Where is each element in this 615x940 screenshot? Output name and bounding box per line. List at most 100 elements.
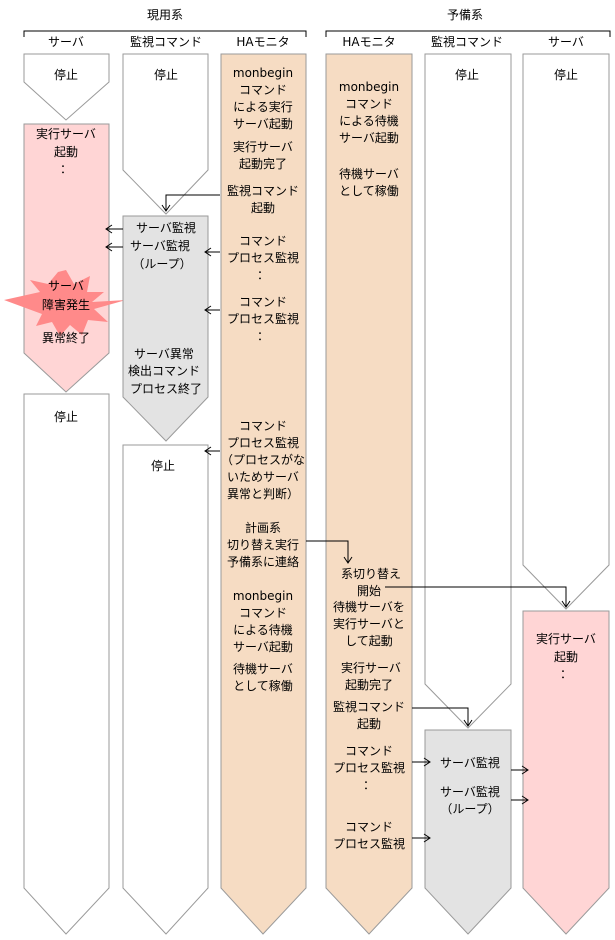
ha-right-block6: コマンド プロセス監視 ：: [333, 744, 405, 792]
svg-text:コマンド: コマンド: [239, 83, 287, 97]
column-header-server-left: サーバ: [48, 35, 84, 49]
server-left-stop-bottom-shape: [23, 393, 110, 935]
svg-text:：: ：: [560, 667, 572, 681]
server-left-stop-label: 停止: [54, 67, 78, 82]
server-right-running-shape: [522, 610, 610, 935]
monitor-right-running-shape: [424, 729, 512, 935]
monitor-left-stop-bottom-label: 停止: [151, 458, 175, 473]
svg-text:サーバ監視: サーバ監視: [130, 238, 190, 253]
server-right-stop-shape: [522, 53, 610, 610]
svg-text:プロセス監視: プロセス監視: [227, 250, 299, 265]
svg-text:プロセス監視: プロセス監視: [227, 435, 299, 450]
group-active-bracket: [23, 30, 307, 37]
monitor-left-stop-bottom-shape: [122, 444, 209, 935]
monitor-left-stop-label: 停止: [154, 67, 178, 82]
svg-text:（プロセスがな: （プロセスがな: [221, 452, 305, 467]
svg-text:起動: 起動: [554, 650, 578, 664]
svg-text:サーバ起動: サーバ起動: [233, 640, 293, 654]
svg-text:監視コマンド: 監視コマンド: [333, 699, 405, 714]
svg-text:起動: 起動: [357, 717, 381, 731]
column-header-monitor-left: 監視コマンド: [130, 34, 202, 49]
svg-text:コマンド: コマンド: [345, 744, 393, 758]
svg-text:実行サーバ: 実行サーバ: [36, 126, 96, 141]
ha-left-block1: monbegin コマンド による実行 サーバ起動: [233, 66, 293, 131]
ha-left-block8: monbegin コマンド による待機 サーバ起動: [233, 589, 293, 654]
svg-text:実行サーバ: 実行サーバ: [536, 631, 596, 646]
svg-text:monbegin: monbegin: [339, 80, 399, 94]
column-header-monitor-right: 監視コマンド: [431, 34, 503, 49]
svg-text:として稼働: として稼働: [339, 183, 399, 198]
svg-text:：: ：: [60, 162, 72, 176]
svg-text:サーバ監視: サーバ監視: [136, 220, 196, 235]
server-left-start-text: 実行サーバ 起動 ：: [36, 126, 96, 176]
arrow-ha-check-3: [204, 446, 220, 456]
svg-text:サーバ監視: サーバ監視: [440, 784, 500, 799]
svg-text:サーバ起動: サーバ起動: [233, 117, 293, 131]
svg-text:による待機: による待機: [339, 113, 399, 128]
svg-text:サーバ起動: サーバ起動: [339, 131, 399, 145]
ha-left-block3: 監視コマンド 起動: [227, 183, 299, 215]
svg-text:：: ：: [257, 329, 269, 343]
svg-text:：: ：: [257, 268, 269, 282]
svg-text:起動: 起動: [251, 201, 275, 215]
svg-text:として稼働: として稼働: [233, 678, 293, 693]
arrow-monitor-to-server-2: [105, 242, 123, 252]
svg-text:検出コマンド: 検出コマンド: [128, 364, 200, 378]
svg-text:実行サーバ: 実行サーバ: [233, 139, 293, 154]
ha-right-block4: 実行サーバ 起動完了: [341, 660, 401, 692]
column-header-server-right: サーバ: [548, 35, 584, 49]
svg-text:異常と判断）: 異常と判断）: [227, 486, 299, 501]
svg-text:プロセス監視: プロセス監視: [333, 760, 405, 775]
arrow-ha-right-check-2: [412, 833, 431, 843]
svg-text:起動完了: 起動完了: [345, 677, 393, 692]
ha-left-shape: [220, 53, 307, 935]
server-left-running-shape: [23, 123, 110, 393]
svg-text:して起動: して起動: [345, 634, 393, 648]
svg-text:サーバ: サーバ: [48, 279, 84, 293]
monitor-right-watch-text: サーバ監視 サーバ監視 （ループ）: [440, 755, 500, 816]
svg-text:監視コマンド: 監視コマンド: [227, 183, 299, 198]
ha-right-shape: [325, 53, 413, 935]
svg-text:コマンド: コマンド: [345, 820, 393, 834]
svg-text:サーバ異常: サーバ異常: [134, 347, 194, 361]
svg-text:開始: 開始: [357, 584, 381, 598]
monitor-right-stop-label: 停止: [455, 67, 479, 82]
svg-text:による実行: による実行: [233, 99, 293, 114]
ha-right-block1: monbegin コマンド による待機 サーバ起動: [339, 80, 399, 145]
arrow-ha-right-check-1: [412, 757, 431, 767]
arrow-monitor-to-server-1: [105, 224, 123, 234]
arrow-ha-check-2: [204, 305, 220, 315]
svg-text:（ループ）: （ループ）: [132, 257, 191, 271]
svg-text:コマンド: コマンド: [239, 295, 287, 309]
group-standby-label: 予備系: [447, 7, 483, 22]
svg-text:（ループ）: （ループ）: [440, 802, 499, 816]
ha-left-block2: 実行サーバ 起動完了: [233, 139, 293, 171]
svg-text:：: ：: [363, 778, 375, 792]
svg-text:monbegin: monbegin: [233, 66, 293, 80]
svg-text:いためサーバ: いためサーバ: [227, 470, 299, 484]
group-standby-bracket: [325, 30, 611, 37]
arrow-monitor-to-server-right-2: [511, 795, 529, 805]
svg-text:計画系: 計画系: [245, 520, 281, 535]
monitor-left-stop-shape: [122, 53, 209, 215]
svg-text:プロセス監視: プロセス監視: [333, 836, 405, 851]
server-left-stop-shape: [23, 53, 110, 121]
svg-text:系切り替え: 系切り替え: [341, 567, 401, 581]
ha-left-block7: 計画系 切り替え実行 予備系に連絡: [227, 520, 299, 569]
ha-left-block9: 待機サーバ として稼働: [233, 661, 293, 693]
group-active-label: 現用系: [147, 8, 183, 22]
svg-text:コマンド: コマンド: [239, 419, 287, 433]
svg-text:プロセス監視: プロセス監視: [227, 311, 299, 326]
monitor-left-detect-text: サーバ異常 検出コマンド プロセス終了: [128, 347, 202, 396]
ha-right-block3: 系切り替え 開始 待機サーバを 実行サーバと して起動: [333, 567, 405, 648]
svg-text:起動完了: 起動完了: [239, 156, 287, 171]
svg-text:実行サーバ: 実行サーバ: [341, 660, 401, 675]
fault-burst-icon: [4, 270, 126, 336]
svg-text:コマンド: コマンド: [239, 234, 287, 248]
server-right-stop-label: 停止: [554, 67, 578, 82]
svg-text:待機サーバ: 待機サーバ: [233, 661, 293, 676]
server-right-start-text: 実行サーバ 起動 ：: [536, 631, 596, 681]
svg-text:予備系に連絡: 予備系に連絡: [227, 554, 299, 569]
ha-left-block5: コマンド プロセス監視 ：: [227, 295, 299, 343]
